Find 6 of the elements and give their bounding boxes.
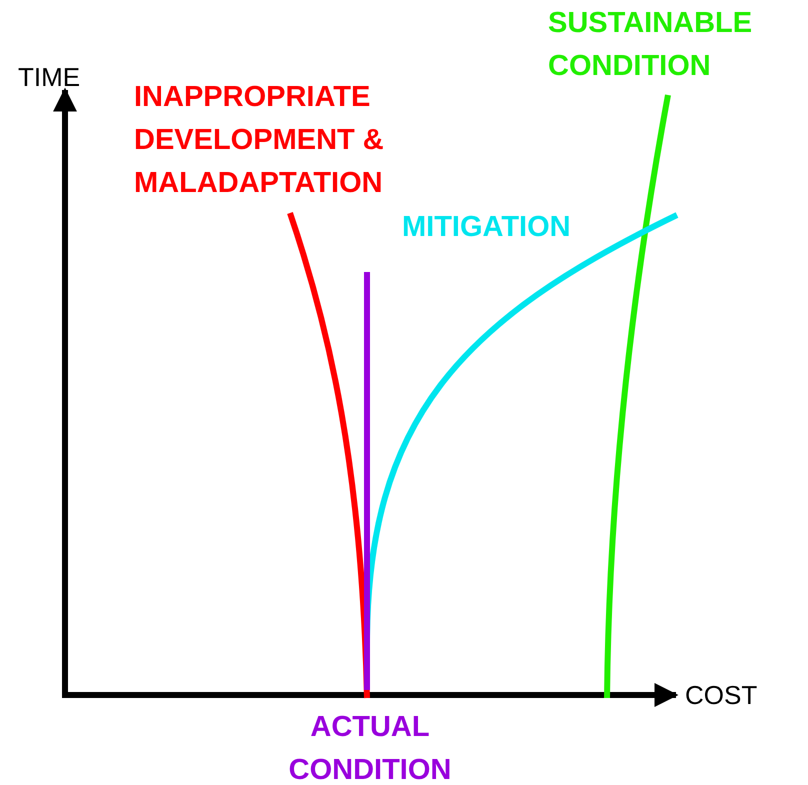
curve-label: MITIGATION [402, 210, 572, 245]
curve-label: INAPPROPRIATE DEVELOPMENT & MALADAPTATION [134, 80, 385, 201]
curve-label: SUSTAINABLE CONDITION [548, 6, 754, 84]
curve-label: ACTUAL CONDITION [288, 710, 452, 785]
axis-label: TIME [18, 61, 82, 94]
axis-label: COST [685, 679, 758, 712]
